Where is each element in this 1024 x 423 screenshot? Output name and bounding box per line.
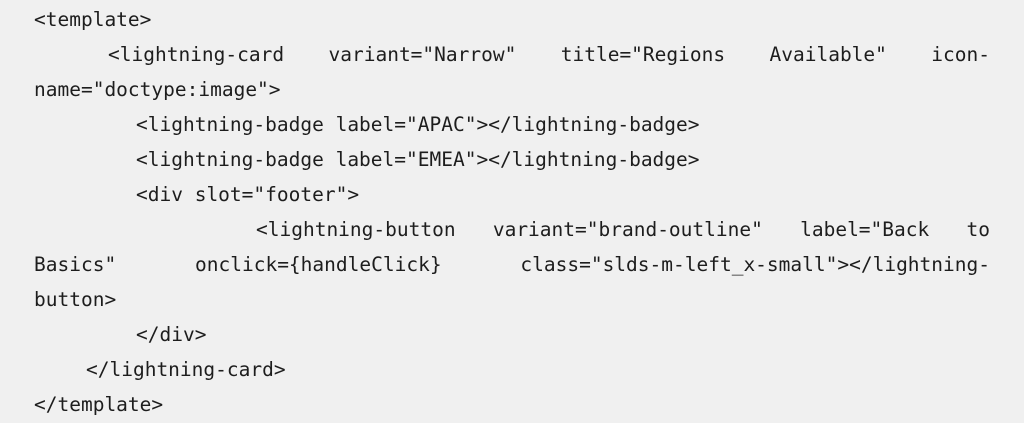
- code-line: <div slot="footer">: [136, 183, 360, 206]
- code-line: button>: [34, 288, 117, 311]
- code-line: </div>: [136, 323, 207, 346]
- code-line: </template>: [34, 393, 164, 416]
- code-line: <lightning-card variant="Narrow" title="…: [108, 43, 990, 66]
- code-line: <lightning-badge label="APAC"></lightnin…: [136, 113, 700, 136]
- code-line: name="doctype:image">: [34, 78, 281, 101]
- code-line: </lightning-card>: [86, 358, 286, 381]
- code-line: Basics" onclick={handleClick} class="sld…: [34, 253, 990, 276]
- code-line: <lightning-button variant="brand-outline…: [256, 218, 990, 241]
- code-line: <template>: [34, 8, 152, 31]
- code-line: <lightning-badge label="EMEA"></lightnin…: [136, 148, 700, 171]
